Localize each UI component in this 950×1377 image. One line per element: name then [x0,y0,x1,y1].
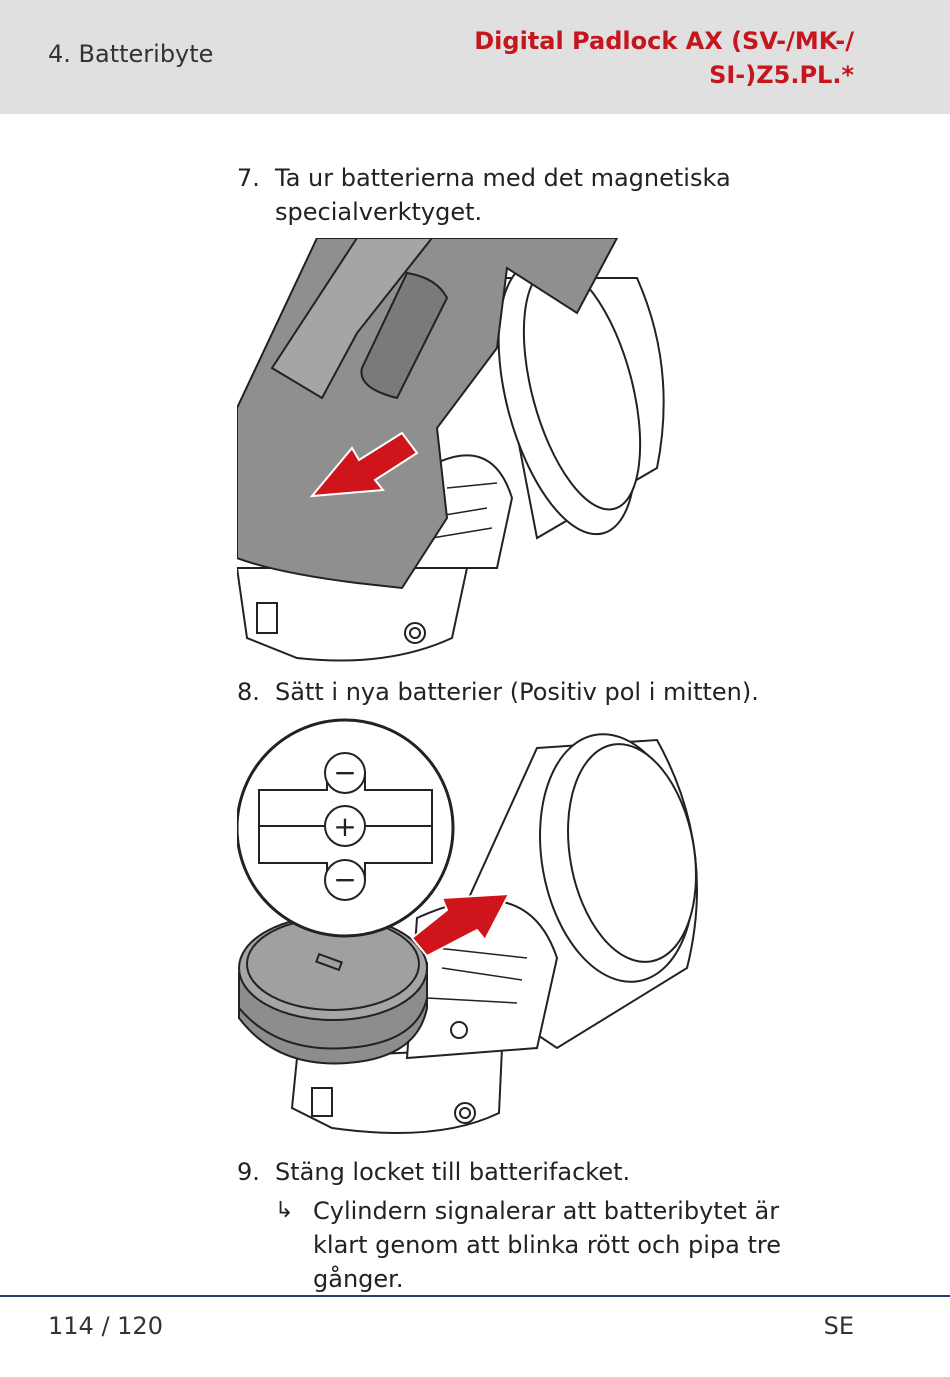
step-8: 8. Sätt i nya batterier (Positiv pol i m… [237,675,817,709]
result-arrow-icon: ↳ [275,1198,294,1223]
document-title-line1: Digital Padlock AX (SV-/MK-/ [474,27,854,55]
step-number: 7. [237,164,260,192]
battery-insertion-illustration: − + − [237,718,698,1134]
step-number: 8. [237,678,260,706]
battery-removal-illustration [237,238,665,662]
language-code: SE [823,1312,854,1340]
step-number: 9. [237,1158,260,1186]
result-text: Cylindern signalerar att batteribytet är… [313,1197,782,1293]
polarity-symbols: − + − [324,752,366,901]
step-7: 7. Ta ur batterierna med det magnetiska … [237,161,817,229]
step-result: ↳ Cylindern signalerar att batteribytet … [275,1194,835,1296]
section-title: 4. Batteribyte [48,40,214,68]
step-text: Ta ur batterierna med det magnetiska spe… [275,164,731,226]
step-text: Stäng locket till batterifacket. [275,1158,631,1186]
positive-pole-middle: + [333,810,356,843]
negative-pole-top: − [333,756,356,789]
document-title: Digital Padlock AX (SV-/MK-/ SI-)Z5.PL.* [434,24,854,92]
step-9: 9. Stäng locket till batterifacket. [237,1155,817,1189]
step-text: Sätt i nya batterier (Positiv pol i mitt… [275,678,759,706]
negative-pole-bottom: − [333,863,356,896]
footer-divider [0,1295,950,1297]
page-number: 114 / 120 [48,1312,163,1340]
page-header: 4. Batteribyte Digital Padlock AX (SV-/M… [0,0,950,114]
document-title-line2: SI-)Z5.PL.* [709,61,854,89]
